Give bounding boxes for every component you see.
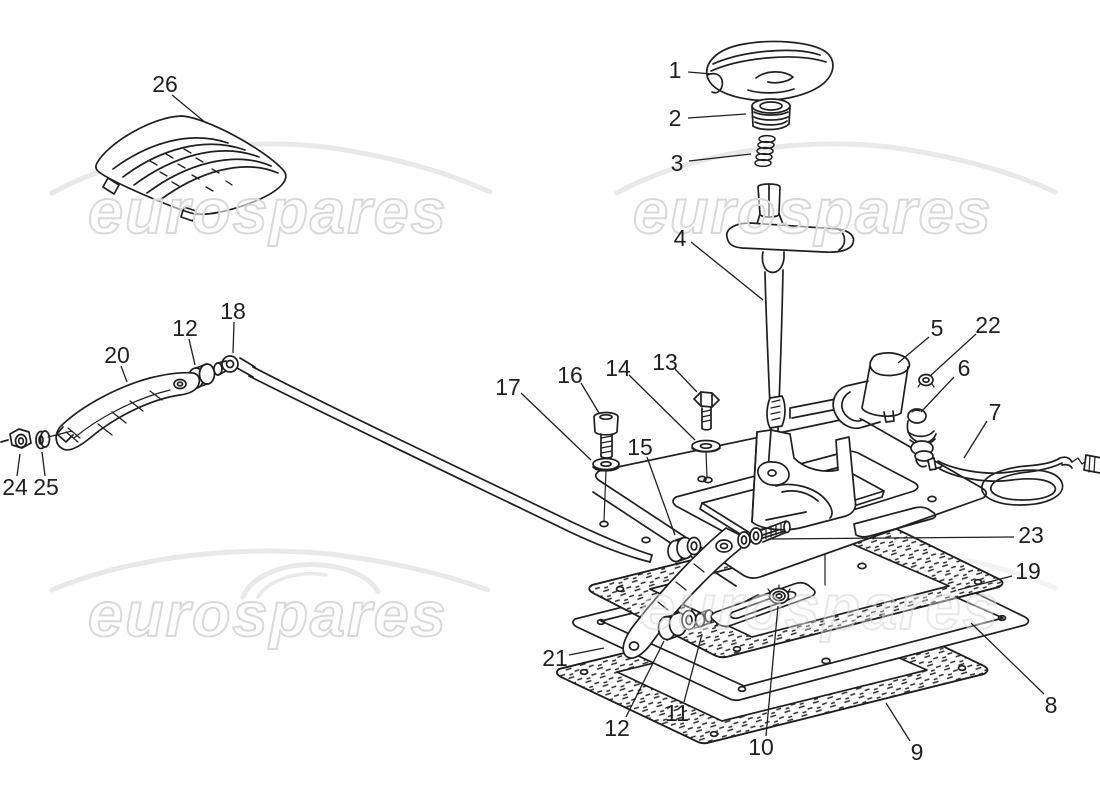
callout-number-6: 6 (958, 355, 971, 381)
callout-number-15: 15 (627, 434, 653, 460)
part-16-screw (593, 411, 619, 459)
callout-leader-21 (568, 647, 605, 656)
callout-number-24: 24 (2, 474, 28, 500)
callout-leader-4 (690, 241, 764, 301)
callout-number-9: 9 (911, 739, 924, 765)
watermark-text-4: eurospares (640, 573, 1000, 643)
callout-number-17: 17 (495, 374, 521, 400)
callout-number-12: 12 (604, 715, 630, 741)
part-21-bracket-arm (622, 527, 744, 659)
callout-leader-22 (929, 333, 977, 377)
callout-number-19: 19 (1015, 558, 1041, 584)
callout-number-5: 5 (931, 315, 944, 341)
callout-number-16: 16 (557, 362, 583, 388)
callout-leader-10 (765, 605, 779, 737)
part-7-cable (927, 454, 1100, 506)
callout-leader-2 (687, 113, 747, 119)
part-23-washer-set (737, 520, 791, 549)
callout-leader-9 (885, 702, 911, 742)
callout-leader-14 (628, 374, 696, 441)
callout-leader-20 (120, 365, 128, 383)
watermark-text-1: eurospares (88, 177, 448, 247)
callout-number-25: 25 (33, 474, 59, 500)
callout-leader-3 (688, 153, 752, 162)
callout-number-21: 21 (542, 645, 568, 671)
callout-leader-7 (963, 420, 988, 459)
callout-number-11: 11 (665, 700, 689, 726)
part-14-washer (691, 439, 721, 484)
part-26-console-cover (95, 115, 287, 222)
callout-leader-19 (957, 575, 1013, 591)
callout-leader-13 (674, 368, 698, 393)
part-1-gear-knob (706, 40, 834, 102)
callout-leader-17 (520, 392, 592, 461)
callout-leader-26 (171, 94, 207, 124)
callout-leader-18 (232, 321, 235, 354)
watermark-text-2: eurospares (633, 177, 993, 247)
callout-number-2: 2 (669, 105, 682, 131)
part-15-bushing (667, 536, 702, 563)
callout-number-10: 10 (748, 734, 774, 760)
callout-leader-6 (920, 376, 955, 413)
callout-leader-12 (188, 338, 196, 366)
callout-number-26: 26 (152, 71, 178, 97)
part-25-washer (35, 430, 73, 450)
callout-number-1: 1 (669, 57, 682, 83)
callout-number-14: 14 (605, 355, 631, 381)
watermark-layer: eurospares eurospares eurospares eurospares (87, 176, 1000, 651)
callout-number-8: 8 (1045, 692, 1058, 718)
part-10-nut (767, 584, 791, 605)
part-3-spring (754, 134, 776, 168)
shift-gate-mechanism (751, 395, 857, 531)
callout-leader-11 (683, 633, 703, 703)
callout-number-20: 20 (104, 342, 130, 368)
callout-number-7: 7 (989, 399, 1002, 425)
part-18-linkage-rod (211, 355, 653, 563)
part-20-lever-arm (55, 371, 201, 451)
callout-leader-16 (580, 382, 600, 414)
part-5-bracket (789, 352, 911, 430)
part-13-screw (693, 391, 720, 431)
callout-leader-23 (767, 536, 1015, 540)
callout-number-4: 4 (674, 225, 687, 251)
callout-number-18: 18 (220, 298, 246, 324)
callout-leader-1 (687, 71, 713, 75)
part-24-nut (0, 428, 32, 449)
part-2-bushing (751, 98, 791, 131)
part-22-nut (917, 373, 935, 388)
callout-leader-24 (16, 453, 21, 477)
callout-leader-12 (625, 640, 665, 718)
callout-number-13: 13 (652, 349, 678, 375)
part-12-bushing-bottom (657, 609, 697, 641)
callout-number-12: 12 (172, 315, 198, 341)
watermark-text-3: eurospares (88, 580, 448, 650)
callout-leader-5 (897, 336, 930, 364)
callout-number-22: 22 (975, 312, 1001, 338)
callout-leader-8 (970, 622, 1045, 695)
callout-number-3: 3 (671, 150, 684, 176)
callout-leader-25 (41, 451, 46, 477)
part-17-washer (592, 457, 620, 522)
callout-number-23: 23 (1018, 522, 1044, 548)
callout-leader-15 (646, 456, 676, 536)
